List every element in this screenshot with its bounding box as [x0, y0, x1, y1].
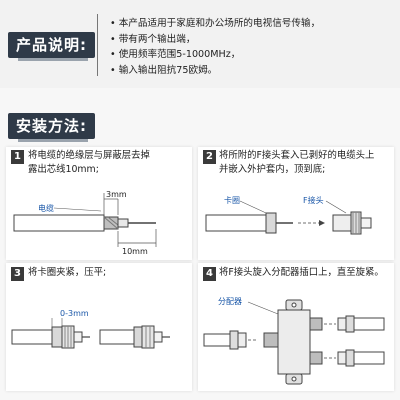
note-line: • 输入输出阻抗75欧姆。: [110, 64, 218, 76]
note-line: • 本产品适用于家庭和办公场所的电视信号传输，: [110, 18, 321, 29]
product-description-title: 产品说明:: [8, 32, 95, 61]
step-2-description: 将所附的F接头套入已剥好的电缆头上 并嵌入外护套内，顶到底;: [219, 150, 375, 175]
step-1-cable-diagram: 电缆 3mm 10mm: [13, 190, 157, 256]
step-4-splitter-diagram: 分配器: [203, 297, 385, 385]
cable-label: 电缆: [38, 203, 54, 213]
dimension-10mm: 10mm: [122, 247, 148, 256]
f-connector-label: F接头: [303, 195, 324, 205]
step-4-number: 4: [203, 267, 216, 281]
gap-label: 0-3mm: [60, 309, 89, 318]
ring-label: 卡圈: [224, 195, 240, 205]
step-3-crimp-diagram: 0-3mm: [11, 309, 170, 349]
divider-line: [97, 14, 98, 76]
product-notes: • 本产品适用于家庭和办公场所的电视信号传输， • 带有两个输出端， • 使用频…: [110, 16, 320, 78]
step-1-card: [6, 147, 192, 260]
step-2-number: 2: [203, 150, 216, 164]
step-2-connector-diagram: 卡圈 F接头: [205, 195, 372, 235]
step-3-number: 3: [11, 267, 24, 281]
step-2-card: [198, 147, 394, 260]
installation-title: 安装方法:: [8, 113, 95, 142]
step-3-description: 将卡圈夹紧，压平;: [28, 267, 107, 278]
step-1-number: 1: [11, 150, 24, 164]
step-1-description: 将电缆的绝缘层与屏蔽层去掉 露出芯线10mm;: [28, 150, 150, 175]
step-3-card: [6, 263, 192, 391]
splitter-label: 分配器: [218, 297, 242, 306]
step-4-description: 将F接头旋入分配器插口上，直至旋紧。: [219, 267, 384, 278]
dimension-3mm: 3mm: [106, 190, 127, 199]
note-line: • 带有两个输出端，: [110, 33, 196, 45]
note-line: • 使用频率范围5-1000MHz，: [110, 49, 241, 61]
